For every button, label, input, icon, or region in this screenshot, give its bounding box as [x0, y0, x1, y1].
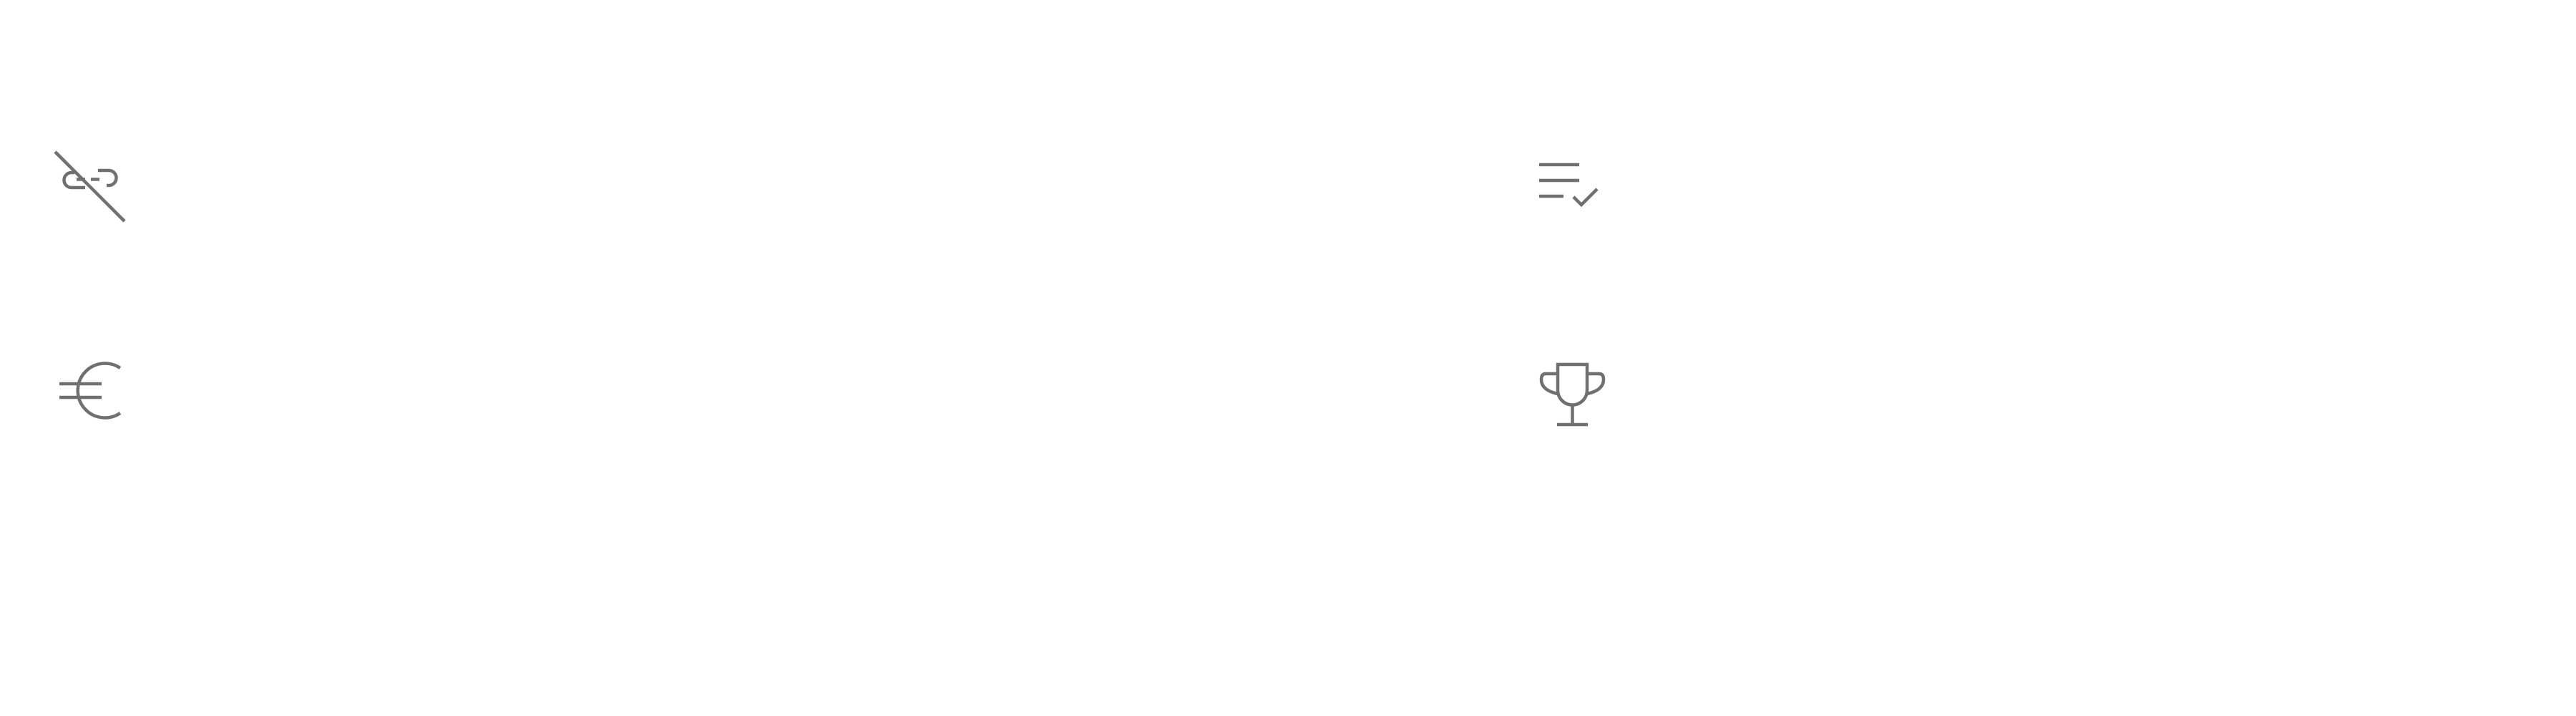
list-check-icon [1535, 159, 1614, 213]
euro-icon [57, 357, 125, 425]
link-off-icon [50, 147, 129, 226]
trophy-icon [1538, 362, 1606, 433]
